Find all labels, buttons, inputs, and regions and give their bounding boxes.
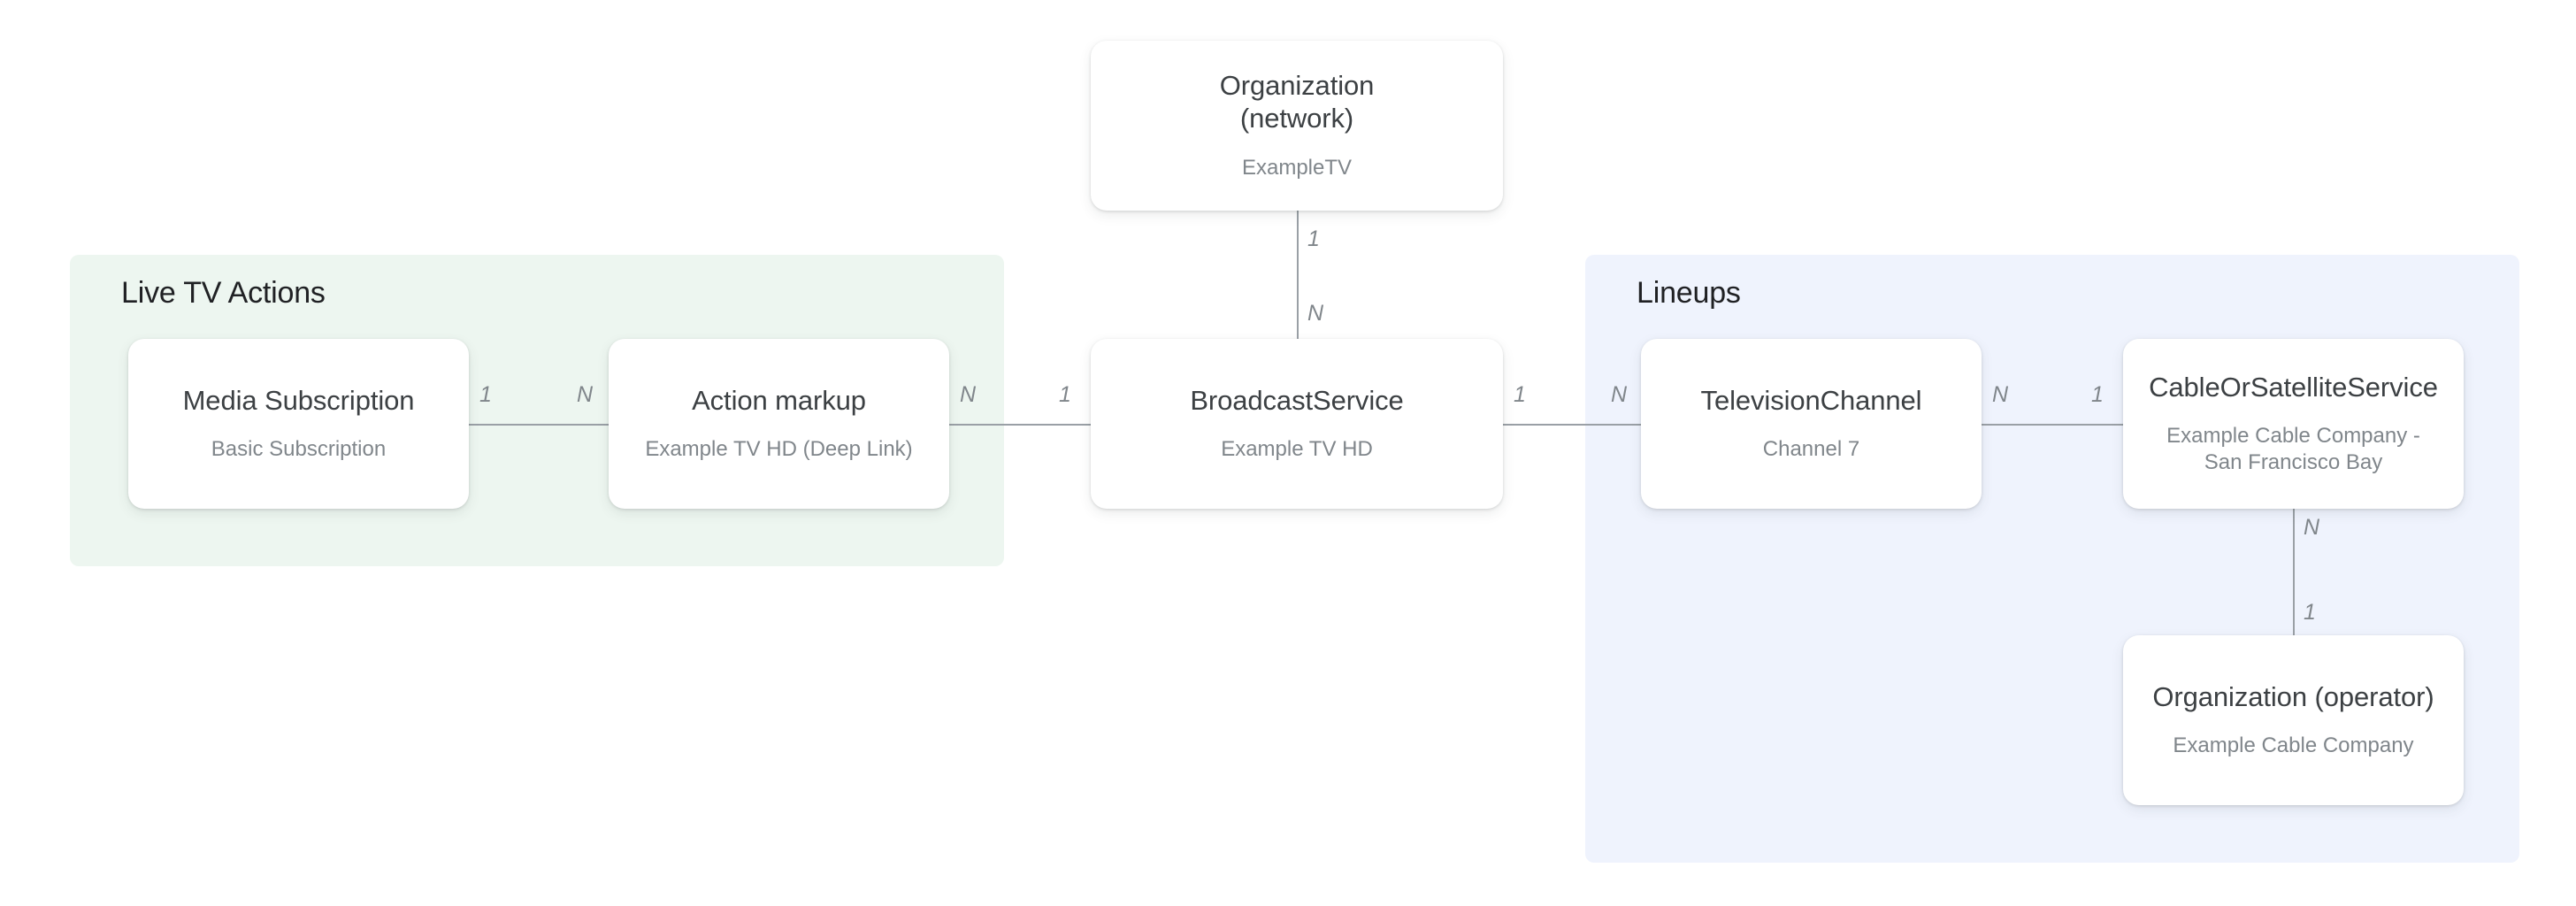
node-organization-network[interactable]: Organization (network) ExampleTV: [1091, 41, 1503, 211]
group-title-lineups: Lineups: [1637, 276, 1741, 310]
node-title-media-subscription: Media Subscription: [182, 384, 415, 416]
group-title-live-tv-actions: Live TV Actions: [121, 276, 326, 310]
edge-organization-network-broadcast-service-source-cardinality: 1: [1307, 226, 1320, 251]
node-organization-operator[interactable]: Organization (operator) Example Cable Com…: [2123, 635, 2464, 805]
node-subtitle-organization-operator: Example Cable Company: [2173, 733, 2414, 758]
edge-cable-or-satellite-service-organization-operator-source-cardinality: N: [2304, 515, 2320, 540]
edge-organization-network-broadcast-service: [1297, 211, 1299, 339]
node-title-cable-or-satellite-service: CableOrSatelliteService: [2149, 371, 2438, 403]
edge-media-subscription-action-markup-target-cardinality: N: [577, 382, 594, 407]
edge-action-markup-broadcast-service-source-cardinality: N: [960, 382, 977, 407]
edge-broadcast-service-television-channel-target-cardinality: N: [1611, 382, 1628, 407]
node-title-television-channel: TelevisionChannel: [1700, 384, 1922, 416]
node-subtitle-action-markup: Example TV HD (Deep Link): [645, 437, 913, 462]
node-title-action-markup: Action markup: [692, 384, 866, 416]
node-title-organization-network: Organization (network): [1219, 70, 1375, 134]
node-title-broadcast-service: BroadcastService: [1190, 384, 1404, 416]
node-subtitle-broadcast-service: Example TV HD: [1221, 437, 1373, 462]
edge-media-subscription-action-markup-source-cardinality: 1: [479, 382, 492, 407]
edge-television-channel-cable-or-satellite-service-target-cardinality: 1: [2091, 382, 2104, 407]
node-subtitle-media-subscription: Basic Subscription: [211, 437, 387, 462]
edge-organization-network-broadcast-service-target-cardinality: N: [1307, 301, 1324, 326]
edge-cable-or-satellite-service-organization-operator: [2293, 509, 2295, 635]
edge-broadcast-service-television-channel: [1503, 424, 1641, 426]
edge-media-subscription-action-markup: [469, 424, 609, 426]
node-subtitle-organization-network: ExampleTV: [1241, 155, 1353, 180]
node-subtitle-cable-or-satellite-service: Example Cable Company - San Francisco Ba…: [2166, 424, 2420, 475]
edge-broadcast-service-television-channel-source-cardinality: 1: [1514, 382, 1526, 407]
edge-action-markup-broadcast-service: [949, 424, 1091, 426]
edge-television-channel-cable-or-satellite-service: [1982, 424, 2123, 426]
edge-action-markup-broadcast-service-target-cardinality: 1: [1059, 382, 1071, 407]
edge-television-channel-cable-or-satellite-service-source-cardinality: N: [1992, 382, 2009, 407]
edge-cable-or-satellite-service-organization-operator-target-cardinality: 1: [2304, 600, 2316, 625]
node-title-organization-operator: Organization (operator): [2152, 680, 2434, 712]
node-subtitle-television-channel: Channel 7: [1762, 437, 1860, 462]
